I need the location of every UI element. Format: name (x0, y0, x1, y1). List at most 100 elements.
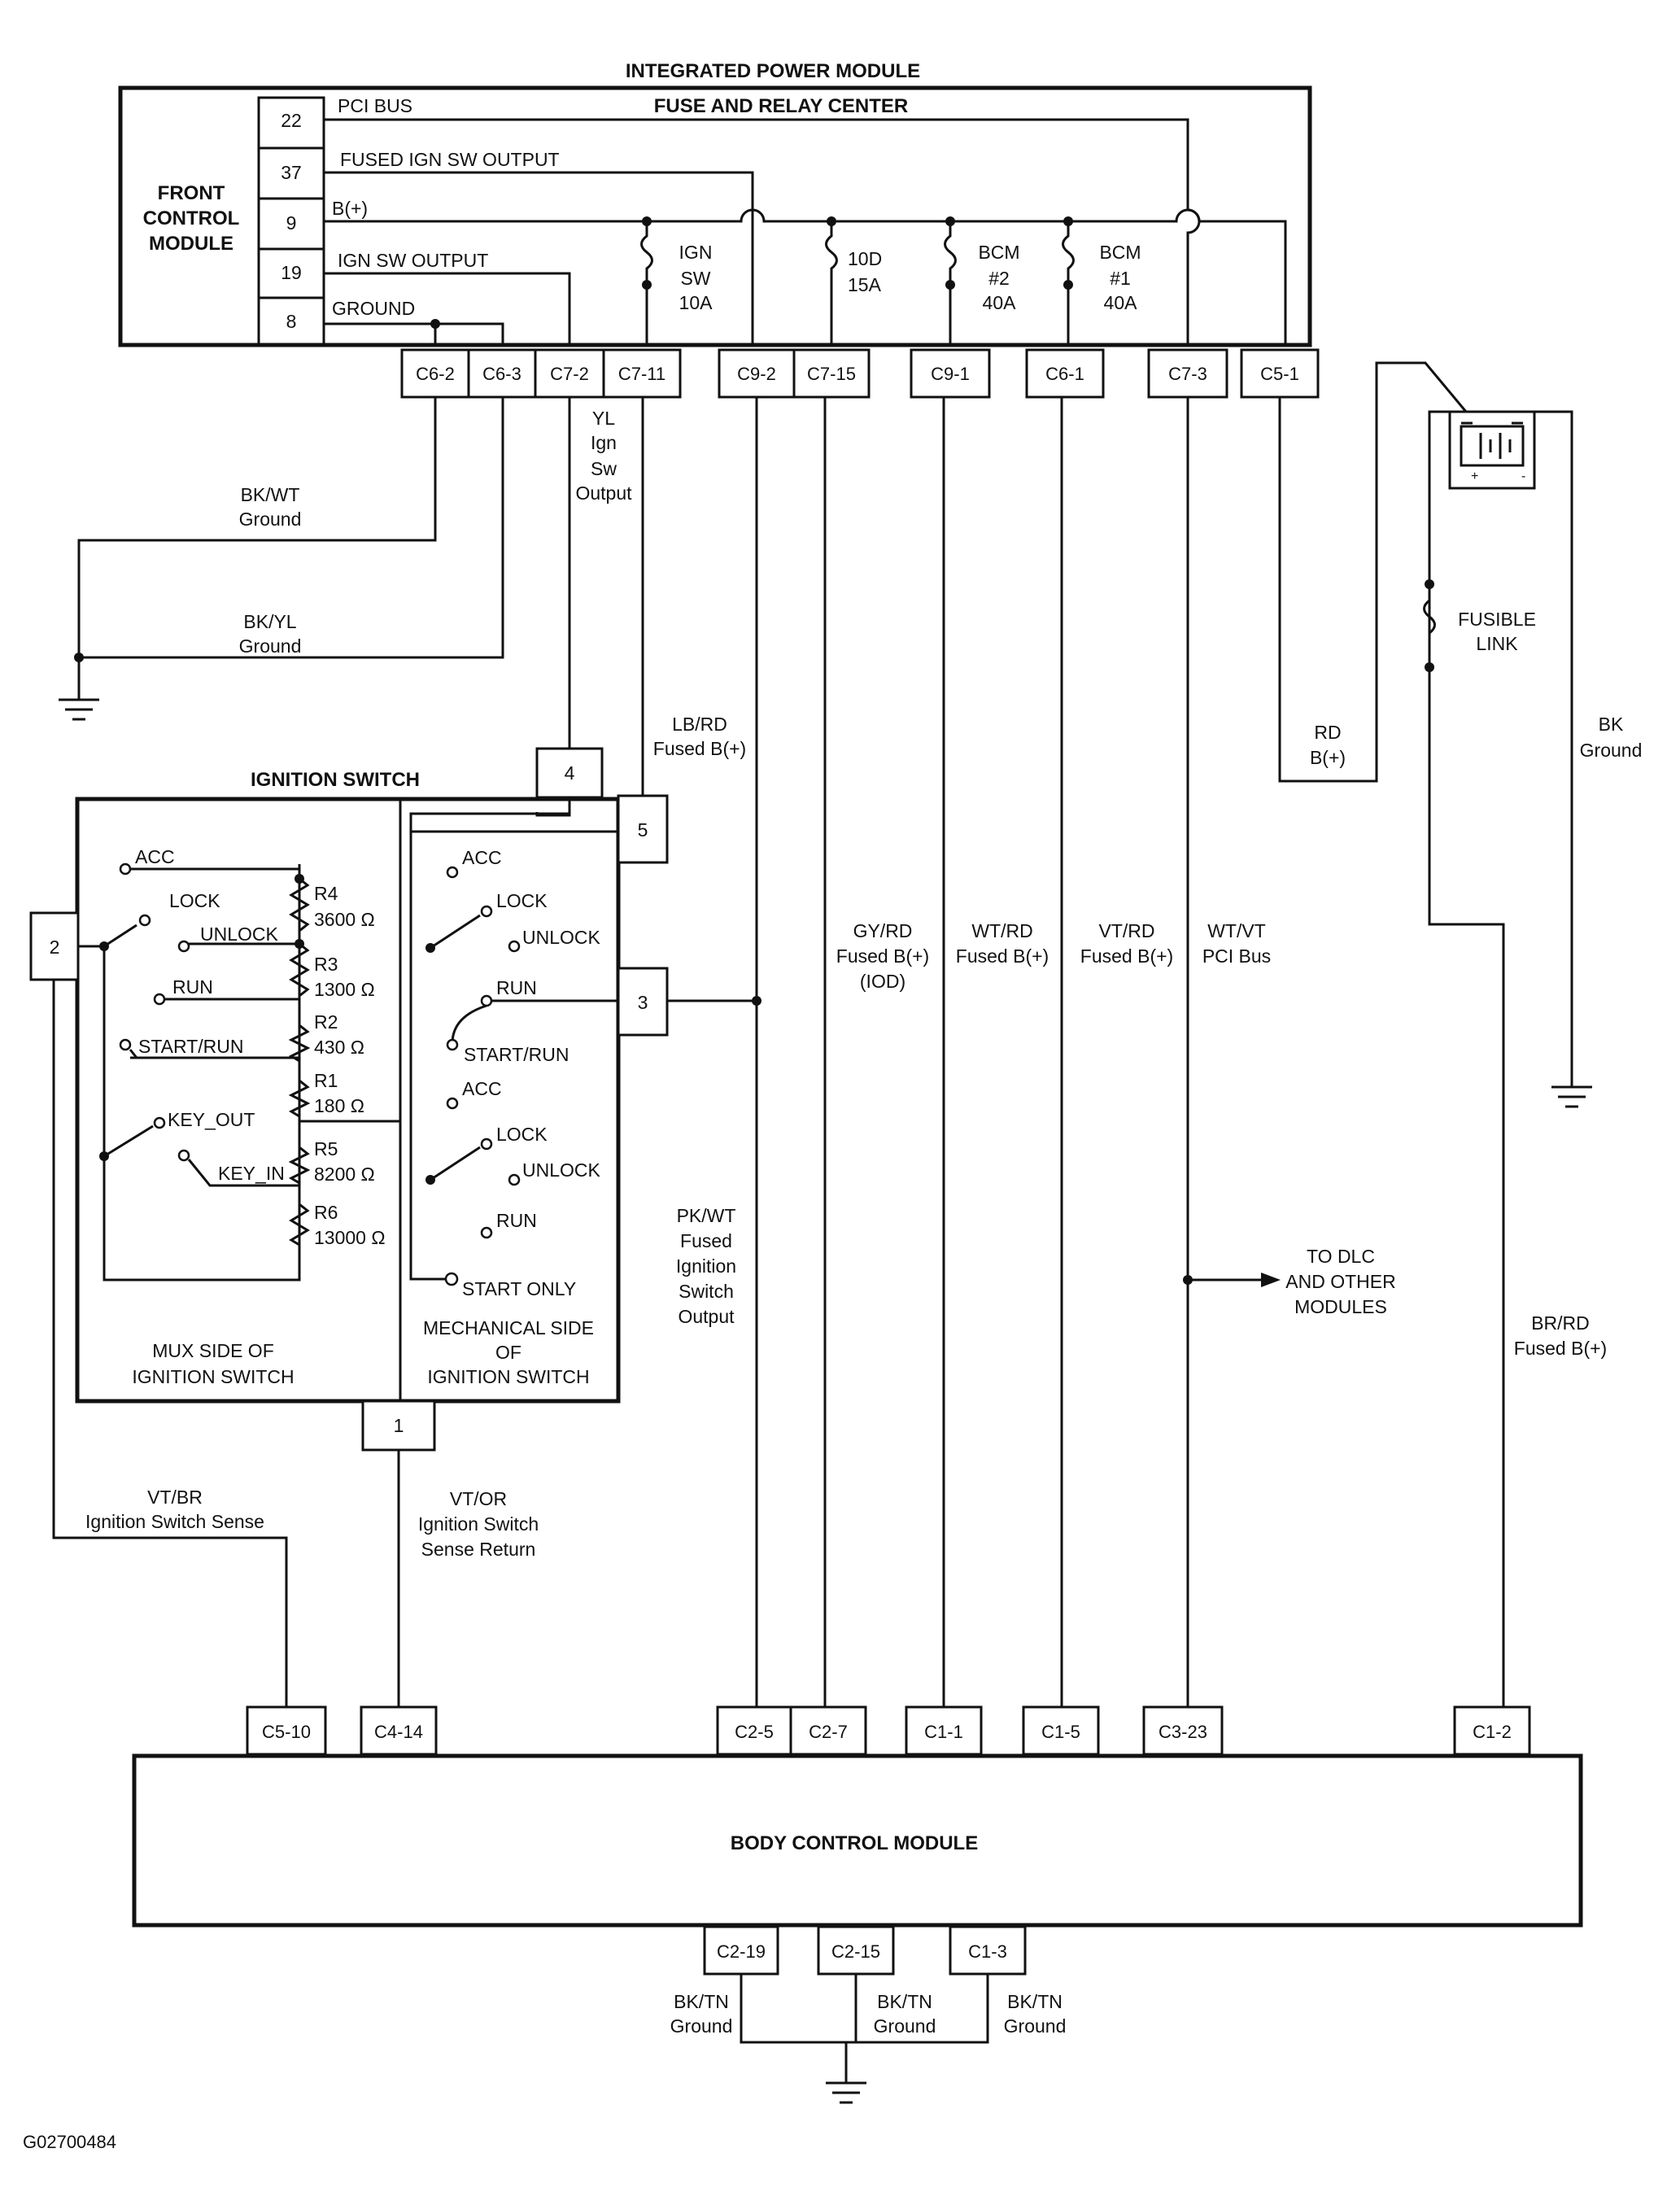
connector-label: C7-3 (1168, 364, 1207, 384)
svg-text:LOCK: LOCK (169, 890, 220, 911)
fcm-pin: 37 (281, 162, 302, 183)
wire-label: Ground (670, 2015, 733, 2037)
wire-label: Ground (874, 2015, 936, 2037)
wire-label: PCI Bus (1202, 945, 1271, 967)
fuse-bcm-2: BCM #2 40A (944, 216, 1020, 345)
fuse-10d: 10D 15A (825, 216, 882, 345)
svg-text:10A: 10A (679, 292, 713, 313)
fcm-pin: 19 (281, 262, 302, 283)
ground-symbol (1551, 1085, 1592, 1108)
svg-text:430 Ω: 430 Ω (314, 1037, 364, 1058)
connector-label: C7-15 (807, 364, 856, 384)
wire-label: YL (592, 408, 615, 429)
connector-label: C2-5 (735, 1722, 774, 1742)
svg-text:START ONLY: START ONLY (462, 1278, 576, 1299)
mechanical-side: ACC LOCK UNLOCK RUN START/RUN ACC LOCK U… (423, 847, 761, 1387)
wire-label: Output (678, 1306, 735, 1327)
svg-text:R5: R5 (314, 1138, 338, 1159)
connector-label: C7-2 (550, 364, 589, 384)
connector-label: C2-7 (809, 1722, 848, 1742)
wire-label: Ground (1004, 2015, 1067, 2037)
fcm-label-1: FRONT (158, 182, 225, 204)
fcm-label-3: MODULE (149, 233, 233, 255)
fcm-pin: 9 (286, 212, 297, 234)
svg-text:40A: 40A (983, 292, 1017, 313)
svg-text:RUN: RUN (172, 976, 213, 998)
connector-label: C1-1 (924, 1722, 963, 1742)
wire-label: BK/TN (1007, 1991, 1063, 2012)
svg-text:IGNITION SWITCH: IGNITION SWITCH (132, 1366, 294, 1387)
wire-label: Ground (239, 635, 302, 657)
ipm-title: INTEGRATED POWER MODULE (626, 60, 920, 82)
ign-pin: 3 (638, 992, 648, 1013)
svg-text:13000 Ω: 13000 Ω (314, 1227, 386, 1248)
svg-text:MUX SIDE OF: MUX SIDE OF (152, 1340, 274, 1361)
connector-label: C1-5 (1041, 1722, 1080, 1742)
wire-label: BR/RD (1531, 1312, 1590, 1334)
ign-pin: 5 (638, 819, 648, 841)
wire-label: Output (575, 483, 632, 504)
svg-text:RUN: RUN (496, 1210, 537, 1231)
svg-text:FUSIBLE: FUSIBLE (1458, 609, 1536, 630)
wire-label: Fused B(+) (956, 945, 1049, 967)
wire-label: Ignition Switch (418, 1513, 539, 1535)
svg-text:UNLOCK: UNLOCK (522, 1159, 601, 1181)
connector-label: C7-11 (618, 364, 665, 384)
wire-label: (IOD) (860, 971, 905, 992)
ipm-connector-row: C6-2 C6-3 C7-2 C7-11 C9-2 C7-15 C9-1 C6-… (400, 348, 1320, 399)
wire-label: BK/TN (877, 1991, 932, 2012)
svg-text:ACC: ACC (462, 1078, 502, 1099)
integrated-power-module (118, 85, 1312, 347)
svg-text:#1: #1 (1110, 268, 1131, 289)
fuse-bcm-1: BCM #1 40A (1062, 216, 1141, 345)
svg-text:R4: R4 (314, 883, 338, 904)
svg-text:-: - (1521, 469, 1525, 483)
svg-text:BCM: BCM (1099, 242, 1141, 263)
svg-text:R6: R6 (314, 1202, 338, 1223)
dlc-label: MODULES (1294, 1296, 1387, 1317)
svg-text:IGNITION SWITCH: IGNITION SWITCH (427, 1366, 589, 1387)
wire-label: VT/OR (450, 1488, 507, 1509)
svg-text:#2: #2 (988, 268, 1010, 289)
front-control-module: FRONT CONTROL MODULE (143, 182, 240, 255)
ign-pin: 1 (394, 1415, 404, 1436)
fused-ign-sw-output-label: FUSED IGN SW OUTPUT (340, 149, 560, 170)
connector-label: C1-2 (1473, 1722, 1512, 1742)
connector-label: C2-15 (831, 1941, 880, 1962)
svg-text:OF: OF (495, 1342, 521, 1363)
svg-text:LINK: LINK (1476, 633, 1518, 654)
wire-label: WT/RD (971, 920, 1032, 941)
connector-label: C1-3 (968, 1941, 1007, 1962)
wire-label: BK/WT (241, 484, 300, 505)
svg-text:KEY_OUT: KEY_OUT (168, 1109, 255, 1130)
svg-text:BCM: BCM (978, 242, 1019, 263)
wire-label: BK (1599, 714, 1624, 735)
wire-label: Fused B(+) (1080, 945, 1173, 967)
svg-text:3600 Ω: 3600 Ω (314, 909, 375, 930)
connector-label: C4-14 (374, 1722, 423, 1742)
figure-id: G02700484 (23, 2132, 116, 2152)
connector-label: C9-2 (737, 364, 776, 384)
ground-symbol (59, 657, 99, 721)
wire-label: Ground (239, 509, 302, 530)
connector-label: C6-2 (416, 364, 455, 384)
wire-label: VT/RD (1099, 920, 1155, 941)
svg-text:R3: R3 (314, 954, 338, 975)
wire-label: Fused (680, 1230, 732, 1251)
wire-label: Sense Return (421, 1539, 536, 1560)
connector-label: C5-1 (1260, 364, 1299, 384)
wire-label: Ignition (676, 1255, 736, 1277)
svg-text:RUN: RUN (496, 977, 537, 998)
svg-text:180 Ω: 180 Ω (314, 1095, 364, 1116)
connector-label: C6-3 (482, 364, 521, 384)
body-control-module (132, 1753, 1583, 1928)
pci-bus-label: PCI BUS (338, 95, 412, 116)
svg-text:+: + (1471, 469, 1478, 483)
wire-label: WT/VT (1207, 920, 1266, 941)
fcm-pin: 22 (281, 110, 302, 131)
wire-label: PK/WT (677, 1205, 736, 1226)
wire-label: VT/BR (147, 1487, 203, 1508)
svg-text:START/RUN: START/RUN (464, 1044, 569, 1065)
wire-label: B(+) (1310, 747, 1346, 768)
